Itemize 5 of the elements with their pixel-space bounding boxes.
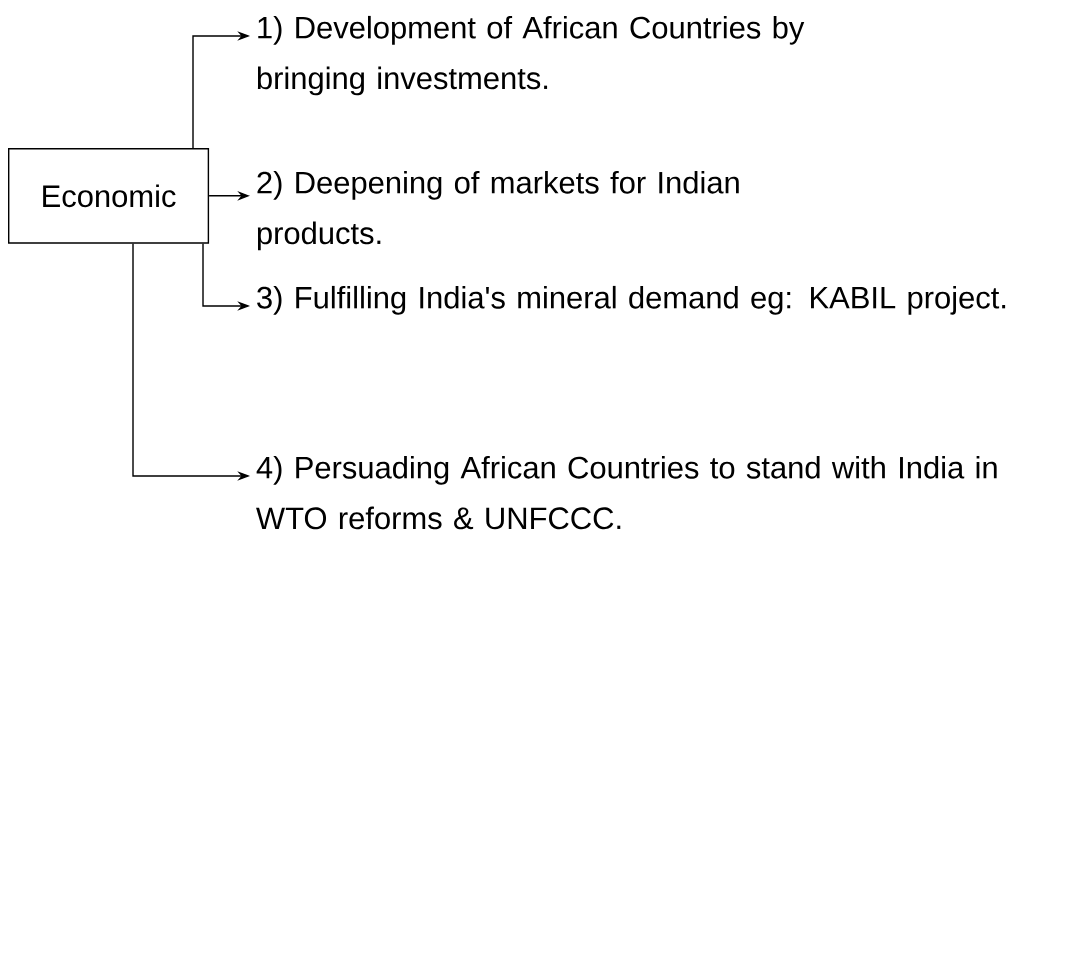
point-text: 4) Persuading African Countries to stand with India in WTO reforms & UNFCCC. — [256, 455, 997, 530]
point-text: 1) Development of African Countries by bringing investments. — [257, 15, 805, 96]
point-text: 2) Deepening of markets for Indian products. — [257, 170, 739, 251]
point-text: 3) Fulfilling India's mineral demand eg: KABIL project. — [257, 285, 1006, 315]
category-box: Economic — [8, 148, 210, 244]
